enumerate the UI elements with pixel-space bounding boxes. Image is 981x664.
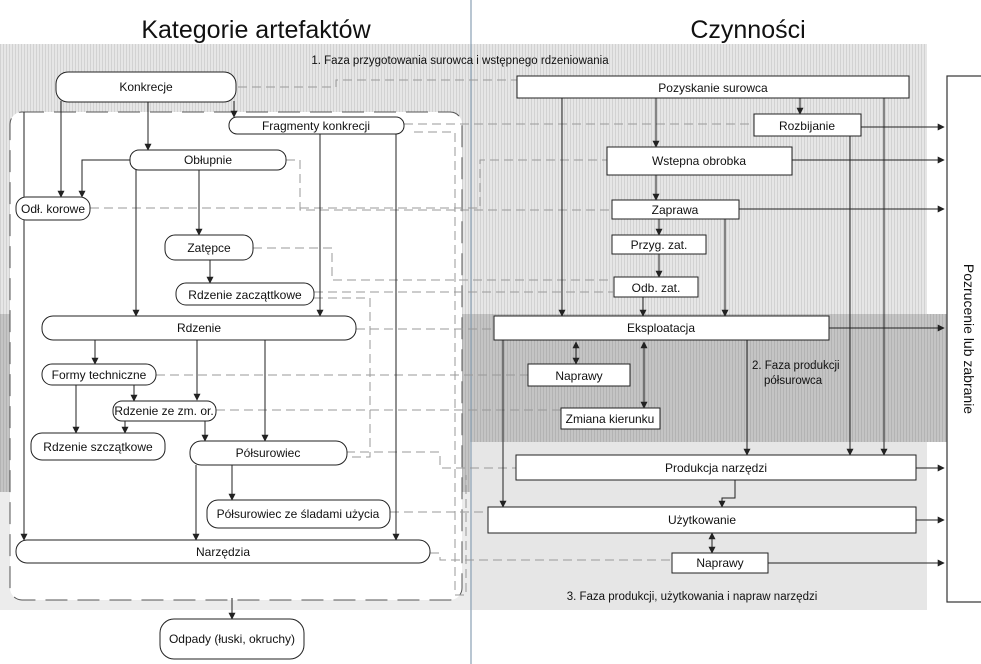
act-pozyskanie: Pozyskanie surowca — [658, 81, 768, 95]
node-oblupnie: Obłupnie — [184, 153, 232, 167]
node-polsurowiec: Półsurowiec — [236, 446, 301, 460]
node-fragmenty: Fragmenty konkrecji — [262, 119, 370, 133]
phase3-label: 3. Faza produkcji, użytkowania i napraw … — [567, 591, 818, 603]
phase1-label: 1. Faza przygotowania surowca i wstępneg… — [311, 55, 609, 67]
act-eksploatacja: Eksploatacja — [627, 321, 695, 335]
node-formy-box — [41, 363, 157, 386]
act-naprawy2: Naprawy — [696, 556, 743, 570]
node-zatepce-box — [164, 234, 254, 261]
node-odl-korowe: Odł. korowe — [21, 202, 85, 216]
node-odpady: Odpady (łuski, okruchy) — [169, 632, 295, 646]
node-rdzenie: Rdzenie — [177, 321, 221, 335]
dashed-links — [90, 79, 754, 596]
node-konkrecje-box — [55, 71, 237, 103]
node-rdzenie-szczatkowe: Rdzenie szczątkowe — [43, 440, 153, 454]
act-uzytkowanie-box — [487, 506, 917, 534]
heading-activities: Czynności — [690, 16, 805, 44]
node-rdzenie-zm-box — [112, 400, 217, 422]
act-wstepna: Wstepna obrobka — [652, 154, 746, 168]
activity-nodes: Pozyskanie surowca Rozbijanie Wstepna ob… — [487, 75, 917, 574]
act-uzytkowanie: Użytkowanie — [668, 513, 736, 527]
act-wstepna-box — [606, 146, 793, 176]
side-label: Pozrucenie lub zabranie — [961, 264, 977, 414]
act-eksploatacja-box — [493, 315, 830, 341]
act-przyg: Przyg. zat. — [631, 238, 688, 252]
activity-arrows — [499, 98, 945, 567]
node-fragmenty-box — [228, 116, 405, 135]
act-naprawy2-box — [671, 552, 769, 574]
act-przyg-box — [611, 234, 707, 255]
act-produkcja: Produkcja narzędzi — [665, 461, 767, 475]
act-zaprawa: Zaprawa — [652, 203, 699, 217]
act-odb: Odb. zat. — [632, 281, 681, 295]
node-narzedzia-box — [15, 539, 431, 564]
act-rozbijanie-box — [753, 113, 862, 137]
act-odb-box — [613, 276, 699, 298]
node-rdzenie-zaczatkowe: Rdzenie zacząttkowe — [188, 288, 302, 302]
act-zmiana-box — [560, 407, 661, 430]
phase2-label-line2: półsurowca — [764, 375, 823, 387]
act-zmiana: Zmiana kierunku — [566, 412, 655, 426]
node-odl-korowe-box — [15, 196, 91, 221]
act-pozyskanie-box — [516, 75, 910, 99]
act-naprawy1: Naprawy — [555, 369, 602, 383]
act-rozbijanie: Rozbijanie — [779, 119, 835, 133]
artifact-arrows — [20, 101, 400, 620]
phase2-label-line1: 2. Faza produkcji — [752, 360, 840, 372]
node-rdzenie-zm: Rdzenie ze zm. or. — [114, 404, 213, 418]
node-polsurowiec-slady-box — [206, 499, 391, 529]
node-formy: Formy techniczne — [52, 368, 147, 382]
node-rdzenie-szczatkowe-box — [30, 432, 166, 461]
node-narzedzia: Narzędzia — [196, 545, 250, 559]
artifact-nodes: Konkrecje Fragmenty konkrecji Obłupnie O… — [15, 71, 431, 660]
node-zatepce: Zatępce — [187, 241, 231, 255]
node-rdzenie-box — [41, 315, 357, 341]
node-rdzenie-zaczatkowe-box — [175, 282, 315, 306]
act-naprawy1-box — [527, 363, 631, 387]
act-produkcja-box — [515, 454, 917, 481]
node-konkrecje: Konkrecje — [119, 80, 173, 94]
node-oblupnie-box — [129, 149, 287, 171]
heading-artifact-categories: Kategorie artefaktów — [141, 16, 371, 44]
node-polsurowiec-slady: Półsurowiec ze śladami użycia — [217, 507, 380, 521]
act-zaprawa-box — [611, 199, 740, 220]
side-box — [946, 75, 981, 603]
node-odpady-box — [159, 618, 305, 660]
node-polsurowiec-box — [189, 440, 348, 466]
